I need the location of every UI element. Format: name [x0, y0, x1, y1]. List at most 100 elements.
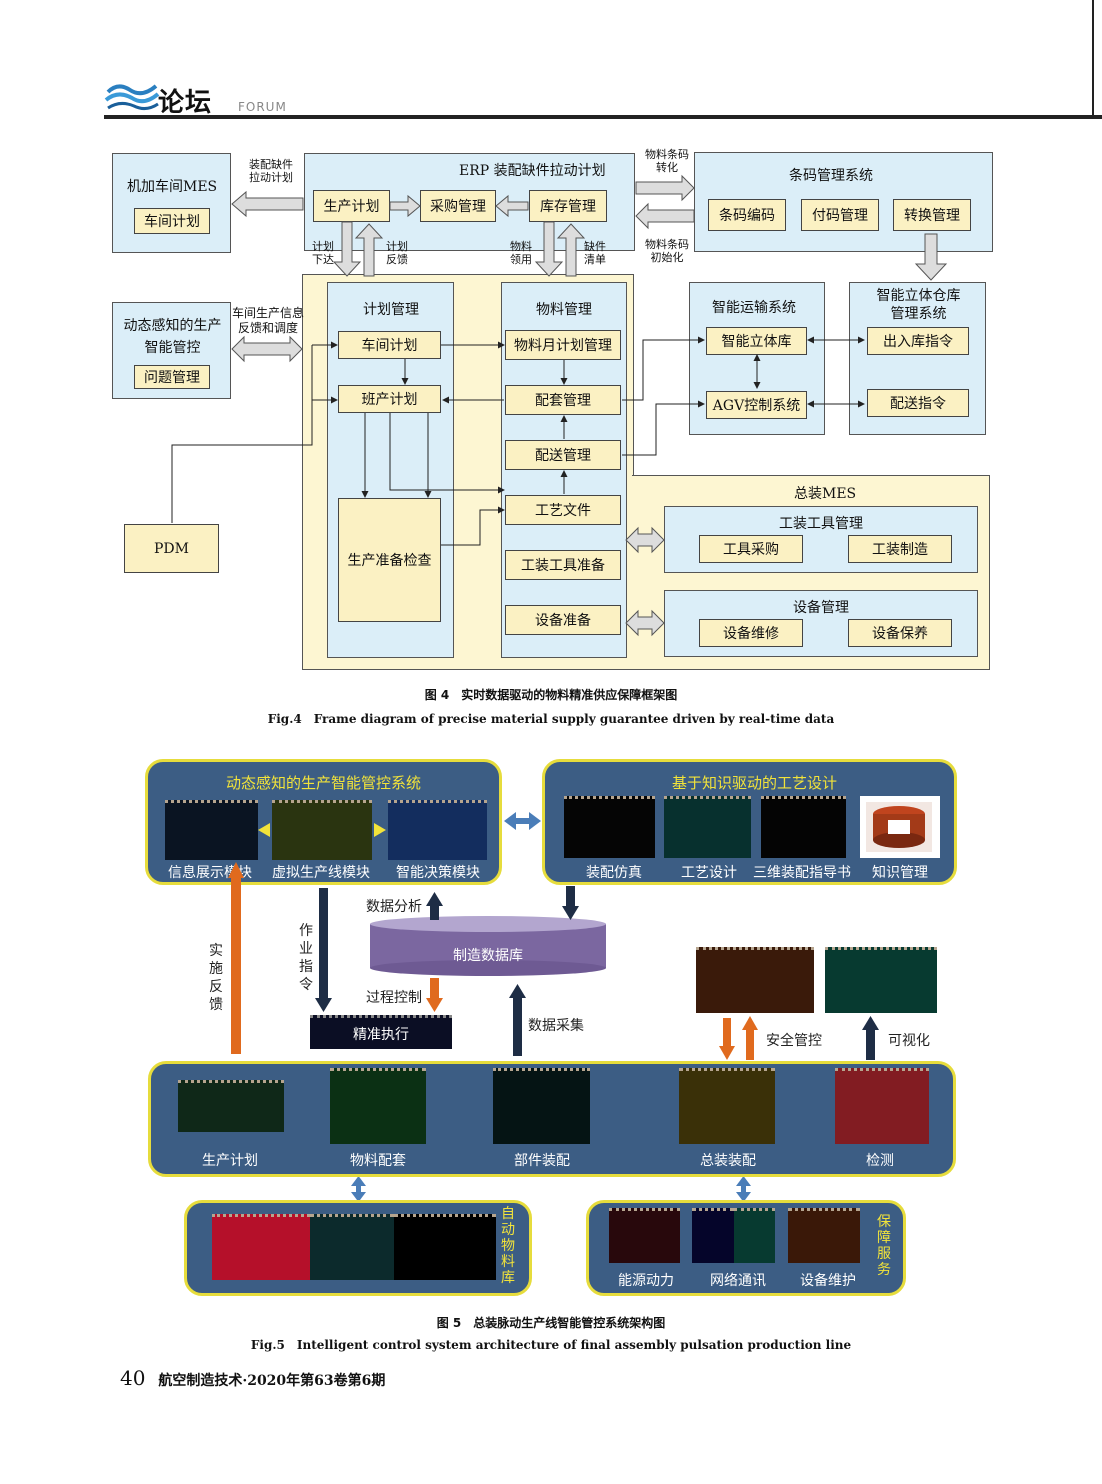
header-rule — [104, 115, 1102, 119]
part-assembly-image — [493, 1068, 590, 1144]
auto-library-label: 自 动 物 料 库 — [501, 1206, 515, 1286]
equipment-maint-item: 设备保养 — [848, 619, 952, 647]
instruction-label: 作 业 指 令 — [299, 923, 313, 993]
auto-lib-image-3 — [394, 1214, 496, 1280]
manufacturing-db-label: 制造数据库 — [453, 948, 523, 964]
pdm-box: PDM — [124, 524, 219, 573]
equipment-prep-item: 设备准备 — [505, 605, 621, 635]
knowledge-icon — [866, 802, 932, 852]
material-mgmt-title: 物料管理 — [536, 302, 592, 318]
logo-text: 论坛 — [158, 88, 213, 118]
decision-label: 智能决策模块 — [396, 865, 480, 881]
visual-label: 可视化 — [888, 1033, 930, 1049]
network-image-2 — [734, 1208, 775, 1263]
delivery-item: 配送管理 — [505, 440, 621, 470]
equipment-title: 设备管理 — [793, 600, 849, 616]
process-design-image — [664, 796, 751, 858]
inspection-image — [835, 1068, 929, 1144]
journal-name: 航空制造技术·2020年第63卷第6期 — [158, 1373, 386, 1389]
network-label: 网络通讯 — [710, 1273, 766, 1289]
process-doc-item: 工艺文件 — [505, 495, 621, 525]
maint-label: 设备维护 — [800, 1273, 856, 1289]
delivery-command-item: 配送指令 — [867, 389, 969, 417]
purchase-mgmt-box: 采购管理 — [420, 190, 496, 222]
energy-image — [609, 1208, 680, 1263]
perception-box: 动态感知的生产 智能管控 问题管理 — [112, 302, 231, 399]
guide-3d-image — [761, 796, 846, 858]
barcode-title: 条码管理系统 — [789, 168, 873, 184]
fig4-caption-en: Fig.4 Frame diagram of precise material … — [267, 712, 835, 726]
final-assembly-image — [679, 1068, 775, 1144]
part-assembly-label: 部件装配 — [514, 1153, 570, 1169]
fig4-caption-cn: 图 4 实时数据驱动的物料精准供应保障框架图 — [424, 688, 678, 702]
knowledge-label: 知识管理 — [872, 865, 928, 881]
problem-mgmt-box: 问题管理 — [134, 365, 210, 389]
transport-title: 智能运输系统 — [712, 300, 796, 316]
label-material-pick: 物料 领用 — [510, 240, 532, 266]
virtual-line-label: 虚拟生产线模块 — [272, 865, 370, 881]
safety-label: 安全管控 — [766, 1033, 822, 1049]
maint-image — [788, 1208, 860, 1263]
knowledge-image — [860, 796, 940, 858]
assembly-sim-label: 装配仿真 — [586, 865, 642, 881]
production-plan-box: 生产计划 — [313, 190, 390, 222]
safety-image — [696, 947, 814, 1013]
barcode-encode-box: 条码编码 — [708, 199, 786, 231]
forum-label: FORUM — [238, 100, 287, 114]
warehouse-title: 智能立体仓库 管理系统 — [876, 288, 961, 322]
conversion-mgmt-box: 转换管理 — [893, 199, 971, 231]
fig5-caption-cn: 图 5 总装脉动生产线智能管控系统架构图 — [436, 1316, 666, 1330]
visual-image — [825, 947, 937, 1013]
tool-purchase-item: 工具采购 — [699, 535, 803, 563]
agv-control-item: AGV控制系统 — [706, 391, 807, 419]
perception-title: 动态感知的生产 智能管控 — [123, 318, 222, 356]
energy-label: 能源动力 — [618, 1273, 674, 1289]
workshop-plan-box: 车间计划 — [134, 208, 210, 234]
precise-exec-box — [310, 1015, 452, 1049]
label-shortage-list: 缺件 清单 — [584, 240, 606, 266]
tooling-title: 工装工具管理 — [779, 516, 863, 532]
process-design-label: 工艺设计 — [681, 865, 737, 881]
assembly-sim-image — [564, 796, 655, 858]
inventory-mgmt-box: 库存管理 — [529, 190, 607, 222]
control-label: 过程控制 — [366, 990, 422, 1006]
prep-check-item: 生产准备检查 — [338, 498, 441, 622]
monthly-plan-item: 物料月计划管理 — [505, 330, 621, 360]
info-display-image — [165, 800, 258, 860]
inspection-label: 检测 — [866, 1153, 894, 1169]
manufacturing-db — [370, 916, 606, 976]
label-plan-feedback: 计划 反馈 — [386, 240, 408, 266]
collect-label: 数据采集 — [528, 1018, 584, 1034]
label-barcode-init: 物料条码 初始化 — [645, 238, 689, 264]
shift-plan-item: 班产计划 — [338, 385, 441, 413]
logo-icon — [104, 84, 160, 111]
warehouse-mgmt-box: 智能立体仓库 管理系统 出入库指令 配送指令 — [849, 282, 986, 435]
service-label: 保 障 服 务 — [877, 1214, 891, 1278]
label-plan-issue: 计划 下达 — [312, 240, 334, 266]
barcode-system-box: 条码管理系统 条码编码 付码管理 转换管理 — [694, 152, 993, 252]
feedback-label: 实 施 反 馈 — [209, 943, 223, 1013]
perception-panel-title: 动态感知的生产智能管控系统 — [226, 774, 422, 792]
header-right-rule — [1092, 0, 1094, 118]
precise-exec-label: 精准执行 — [353, 1027, 409, 1043]
fig5-caption-en: Fig.5 Intelligent control system archite… — [250, 1338, 852, 1352]
virtual-line-image — [272, 800, 372, 860]
equipment-repair-item: 设备维修 — [699, 619, 803, 647]
label-shortage-pull: 装配缺件 拉动计划 — [249, 158, 293, 184]
inout-command-item: 出入库指令 — [867, 327, 969, 355]
erp-title: ERP 装配缺件拉动计划 — [459, 163, 606, 179]
process-design-title: 基于知识驱动的工艺设计 — [672, 774, 838, 792]
material-kit-image — [330, 1068, 426, 1144]
workshop-plan-item: 车间计划 — [338, 331, 441, 359]
fig4-connectors — [171, 174, 948, 637]
network-image-1 — [692, 1208, 734, 1263]
equipment-mgmt-box: 设备管理 设备维修 设备保养 — [664, 590, 978, 657]
page-number: 40 — [120, 1366, 146, 1390]
machining-mes-box: 机加车间MES 车间计划 — [112, 153, 231, 253]
auto-lib-image-2 — [310, 1214, 394, 1280]
smart-warehouse-item: 智能立体库 — [706, 327, 807, 355]
label-workshop-info: 车间生产信息 反馈和调度 — [232, 306, 305, 335]
final-mes-title: 总装MES — [794, 486, 857, 502]
machining-mes-title: 机加车间MES — [127, 179, 218, 195]
